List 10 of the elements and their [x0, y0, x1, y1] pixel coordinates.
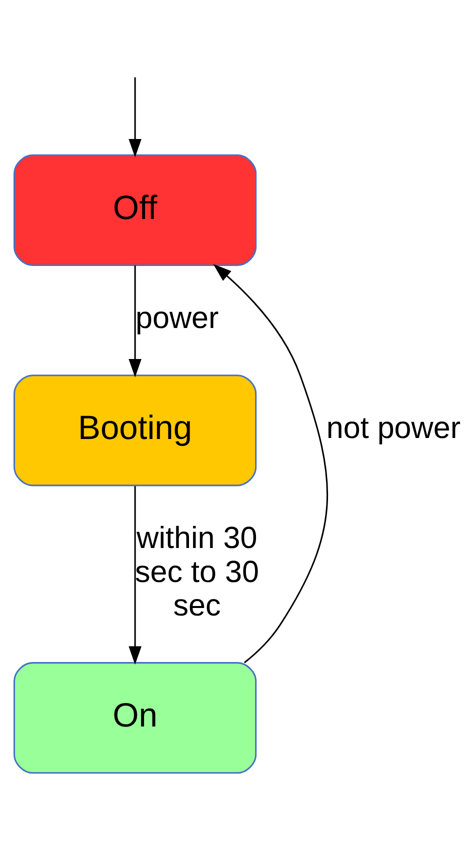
edge-label: power [135, 300, 219, 334]
node-box: Booting [14, 374, 257, 486]
arrow [128, 264, 142, 377]
node-box: On [14, 662, 257, 774]
arrow [213, 264, 328, 663]
edge-label: within 30 sec to 30 sec [134, 520, 259, 622]
node-box: Off [14, 154, 257, 266]
arrow [128, 486, 142, 664]
edge-label: not power [326, 410, 461, 445]
arrow [128, 76, 142, 157]
